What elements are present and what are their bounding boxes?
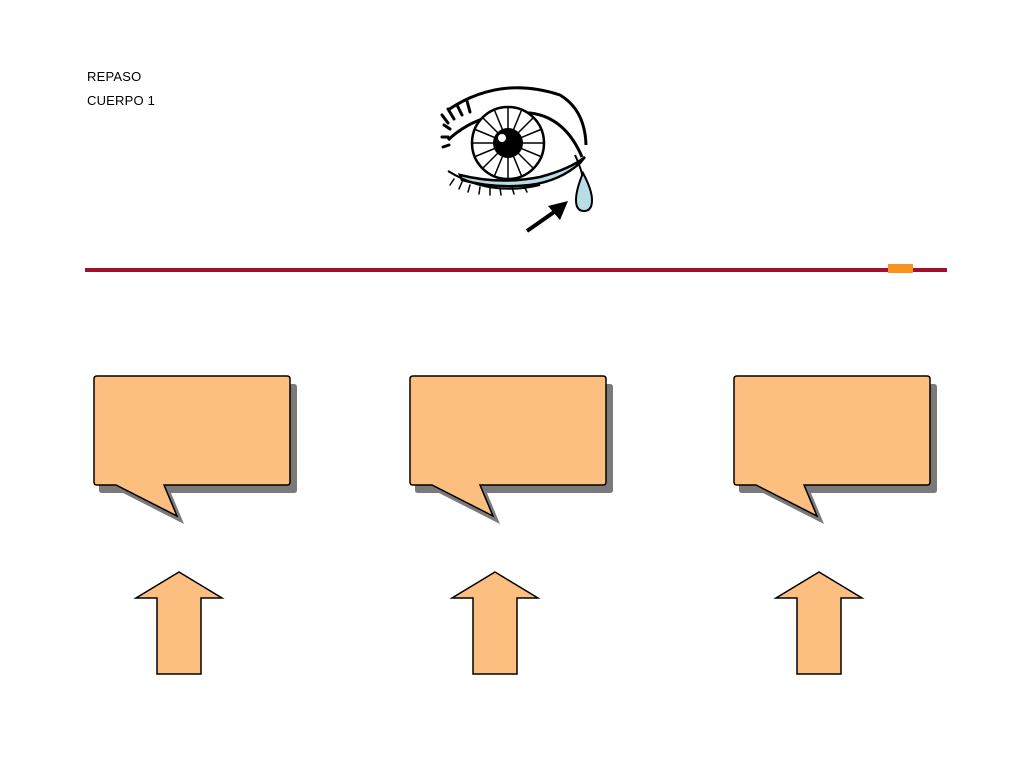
header-line-2: CUERPO 1 — [87, 93, 156, 108]
up-arrow-3-icon — [773, 571, 865, 675]
divider-line — [85, 268, 947, 272]
speech-bubble-1 — [93, 375, 297, 524]
divider-accent-mark — [888, 264, 913, 273]
header-line-1: REPASO — [87, 69, 142, 84]
arrow-pointing-to-tear-icon — [525, 201, 568, 233]
up-arrow-2-icon — [449, 571, 541, 675]
crying-eye-icon — [440, 86, 594, 213]
speech-bubble-3 — [733, 375, 937, 524]
up-arrow-1-icon — [133, 571, 225, 675]
speech-bubble-2 — [409, 375, 613, 524]
